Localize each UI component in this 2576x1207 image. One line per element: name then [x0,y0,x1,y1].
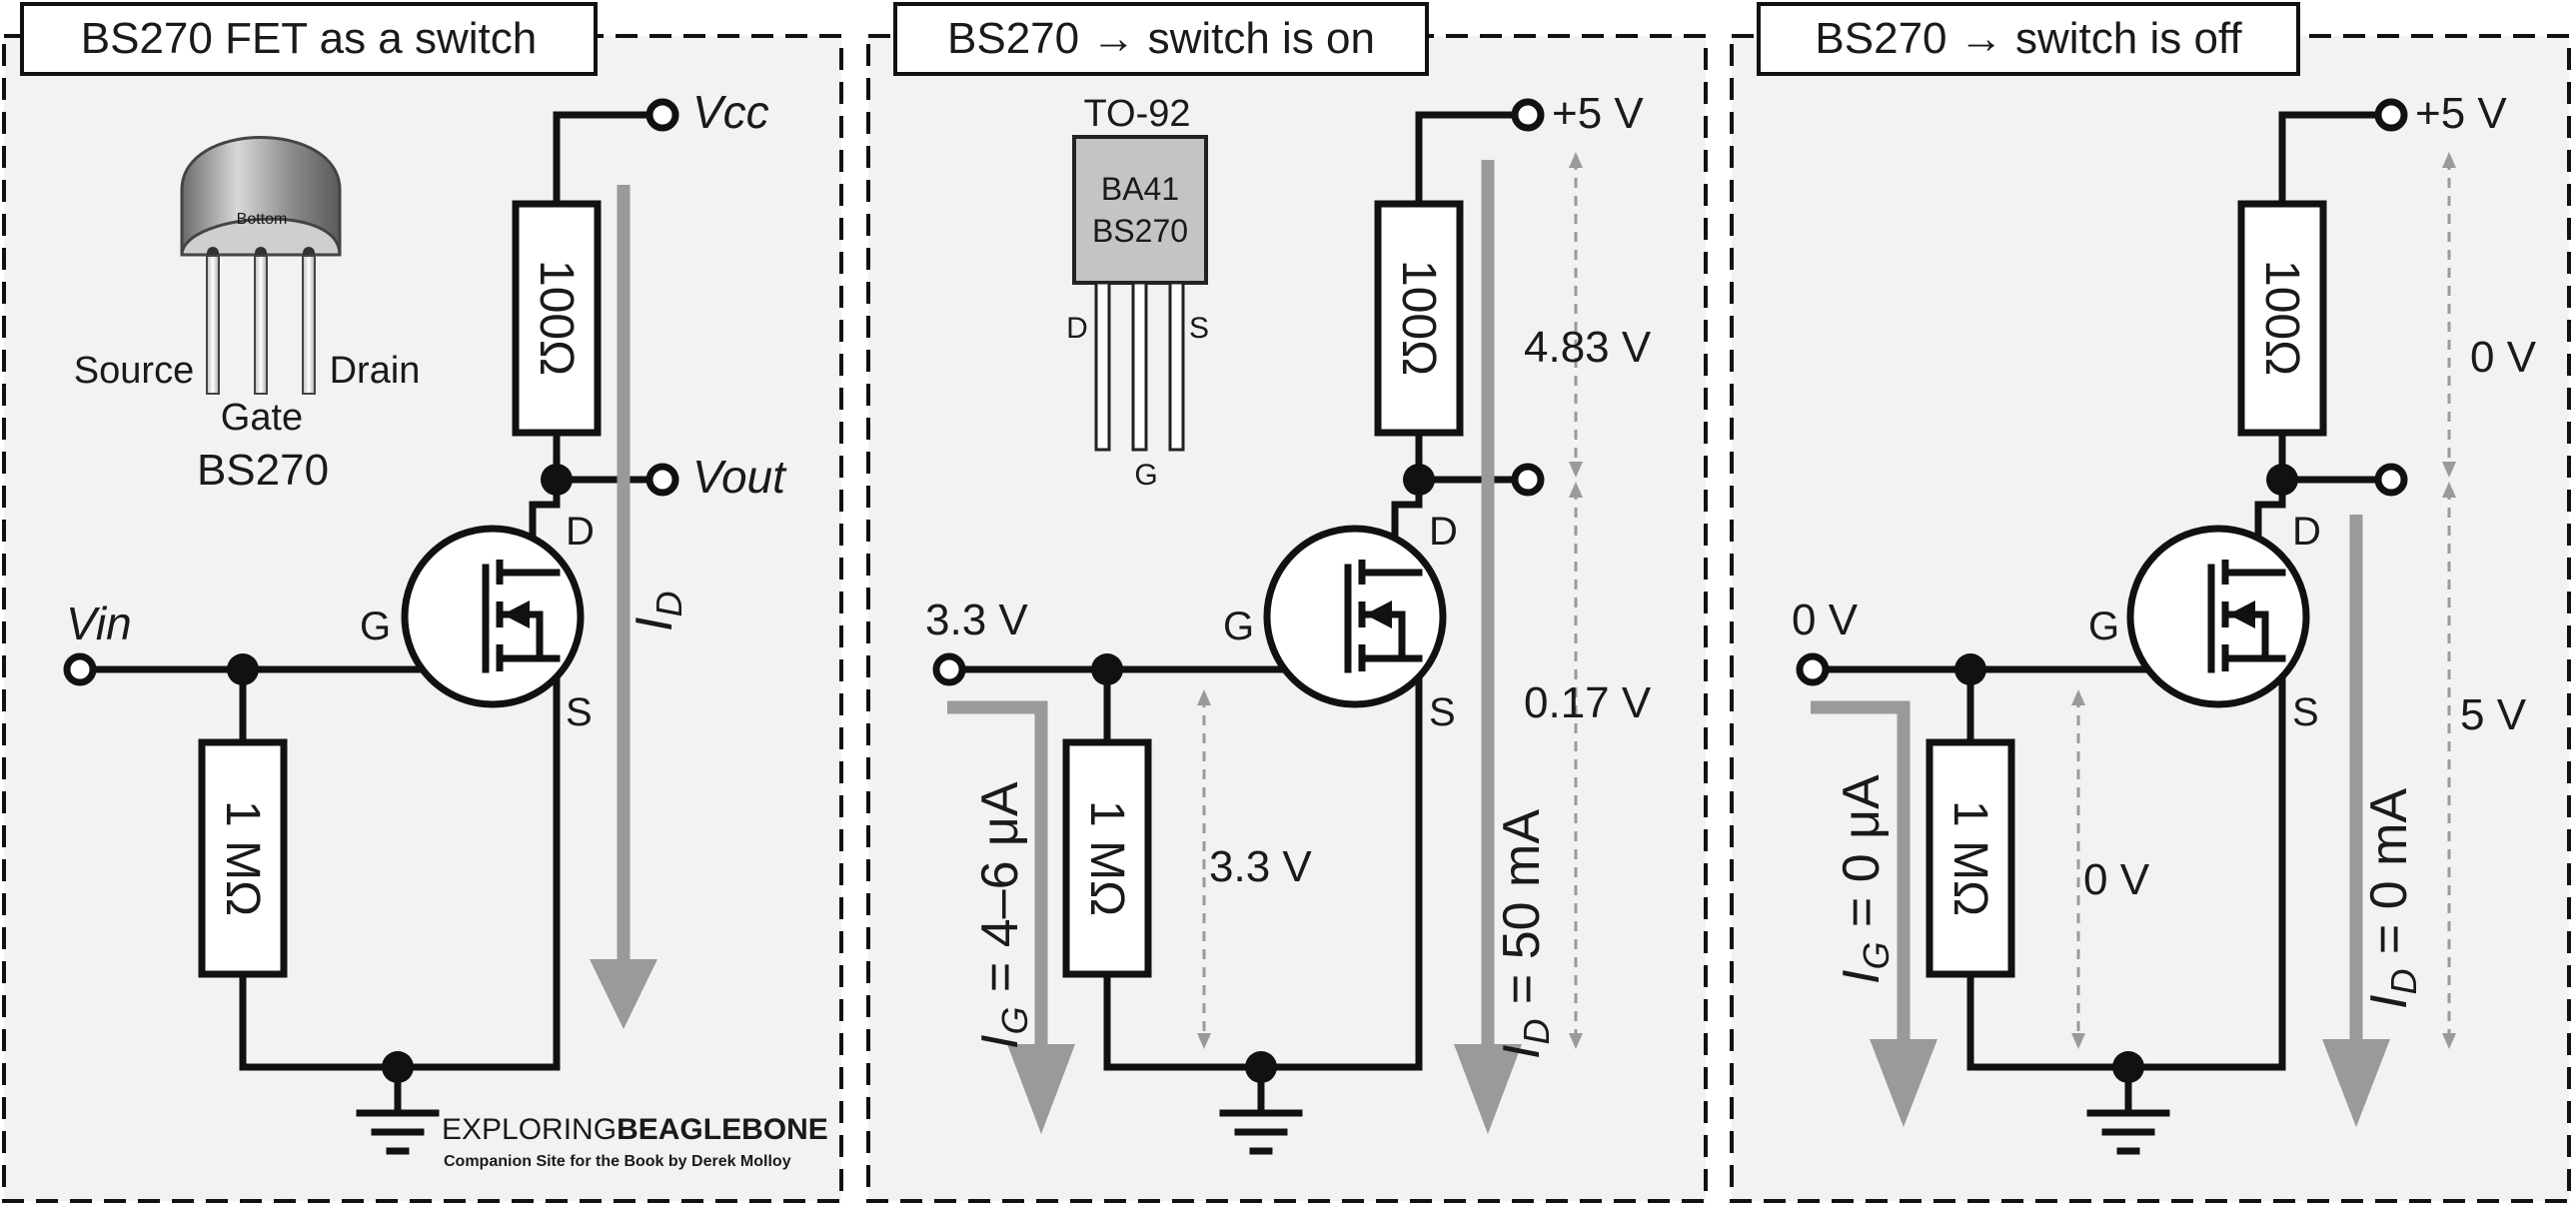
package-marking-2: BS270 [1092,213,1188,249]
resistor-100-ohm [2237,200,2327,437]
panel-title-box [893,2,1429,76]
gate-label: G [2088,604,2119,648]
resistor-1-megohm-label: 1 MΩ [216,800,269,916]
resistor-100-ohm-label: 100Ω [1392,260,1445,376]
package-part-name: BS270 [197,446,329,495]
gate-pin-label: Gate [221,397,303,439]
panel-fet-switch: BS270 FET as a switch Bottom Source Gate… [2,2,843,1203]
to92-package-illustration: TO-92 BA41 BS270 D S G [1066,93,1209,492]
panel-switch-off: BS270 → switch is off 100Ω 1 MΩ [1730,2,2571,1203]
gate-voltage-label: 0 V [2083,855,2150,904]
resistor-1-megohm [1926,738,2015,978]
drain-source-voltage-label: 0.17 V [1524,678,1652,727]
gate-current-arrow [1811,700,1937,1127]
gate-voltage-label: 3.3 V [1209,842,1312,891]
drain-label: D [566,510,595,554]
resistor-100-ohm-label: 100Ω [2255,260,2308,376]
mosfet-symbol [401,525,585,708]
vin-terminal [63,652,97,686]
package-d-label: D [1066,312,1088,345]
ground-junction [2112,1051,2144,1083]
vcc-terminal [645,98,679,132]
drain-source-voltage-label: 5 V [2460,690,2527,739]
source-label: S [1429,690,1456,734]
gate-current-label: IG = 4–6 μA [971,781,1035,1049]
exploring-beaglebone-logo: EXPLORINGBEAGLEBONE Companion Site for t… [442,1113,828,1170]
supply-label: +5 V [1552,89,1644,138]
resistor-1-megohm [198,738,288,978]
resistor-100-ohm [1374,200,1464,437]
supply-terminal [2374,98,2408,132]
input-terminal [932,652,966,686]
resistor-voltage-label: 4.83 V [1524,323,1652,372]
resistor-1-megohm-label: 1 MΩ [1080,800,1133,916]
drain-current-arrow [2322,515,2390,1127]
output-junction [1403,464,1435,496]
vcc-label: Vcc [692,86,769,138]
mosfet-symbol [2126,525,2310,708]
gate-label: G [1223,604,1254,648]
source-label: S [2292,690,2319,734]
panel-switch-on: BS270 → switch is on TO-92 BA41 BS270 D … [866,2,1708,1203]
resistor-100-ohm [512,200,602,437]
source-label: S [566,690,593,734]
logo-text: EXPLORINGBEAGLEBONE [442,1113,828,1146]
voltage-dimension-lines [2071,152,2456,1049]
input-voltage-label: 3.3 V [925,596,1028,644]
gate-junction [1091,653,1123,685]
input-terminal [1796,652,1830,686]
bs270-package-illustration: Bottom Source Gate Drain BS270 [74,136,421,495]
logo-tagline: Companion Site for the Book by Derek Mol… [444,1153,791,1170]
gate-label: G [360,604,391,648]
panel-title-box [20,2,598,76]
drain-label: D [1429,510,1458,554]
output-junction [2266,464,2298,496]
resistor-voltage-label: 0 V [2470,333,2537,382]
package-type-label: TO-92 [1083,93,1190,135]
panel-title: BS270 → switch is on [947,14,1375,63]
drain-current-arrow [1454,160,1522,1134]
drain-pin-label: Drain [330,350,421,392]
panel-title: BS270 FET as a switch [81,14,538,63]
ground-junction [382,1051,414,1083]
resistor-1-megohm-label: 1 MΩ [1943,800,1996,916]
resistor-100-ohm-label: 100Ω [530,260,583,376]
drain-current-label: ID = 0 mA [2360,788,2424,1009]
drain-current-label: ID = 50 mA [1493,809,1557,1059]
gate-current-label: IG = 0 μA [1833,774,1897,984]
source-pin-label: Source [74,350,194,392]
voltage-dimension-lines [1197,152,1583,1049]
supply-label: +5 V [2415,89,2507,138]
output-terminal [1511,463,1545,497]
package-g-label: G [1134,459,1157,492]
package-marking-1: BA41 [1101,171,1179,207]
gate-junction [1954,653,1986,685]
drain-label: D [2292,510,2321,554]
package-s-label: S [1189,312,1209,345]
output-terminal [2374,463,2408,497]
panel-title: BS270 → switch is off [1815,14,2242,63]
mosfet-symbol [1263,525,1447,708]
resistor-1-megohm [1062,738,1152,978]
ground-junction [1245,1051,1277,1083]
vout-terminal [645,463,679,497]
panel-title-box [1757,2,2300,76]
gate-junction [227,653,259,685]
vin-label: Vin [66,598,132,649]
package-bottom-label: Bottom [237,211,288,228]
gate-current-arrow [947,700,1075,1134]
drain-current-arrow [590,185,657,1029]
supply-terminal [1511,98,1545,132]
vout-label: Vout [692,451,787,503]
output-junction [541,464,573,496]
drain-current-label: ID [626,592,689,631]
input-voltage-label: 0 V [1792,596,1859,644]
